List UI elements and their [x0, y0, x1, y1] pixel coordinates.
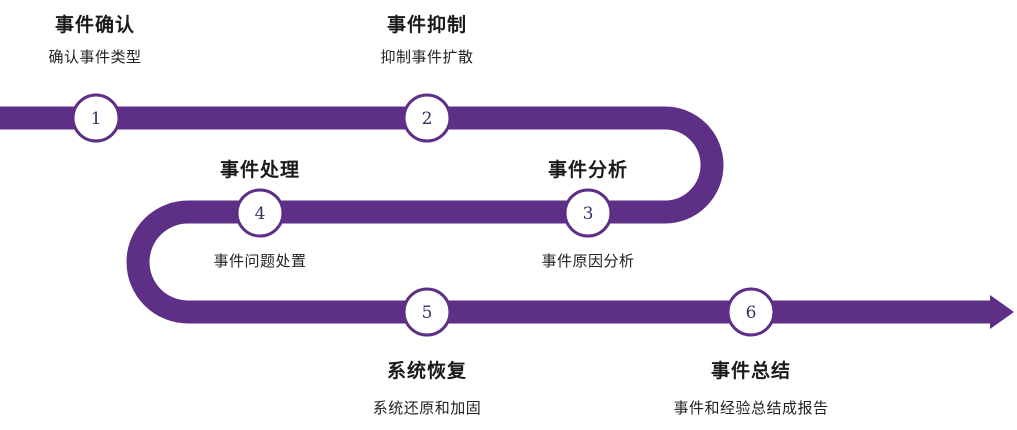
step-4-title: 事件处理	[219, 159, 300, 181]
step-node-3: 3	[563, 188, 613, 238]
step-5-subtitle: 系统还原和加固	[372, 399, 482, 417]
step-number: 3	[583, 204, 594, 224]
step-node-2: 2	[402, 93, 452, 143]
step-1-subtitle: 确认事件类型	[48, 48, 142, 66]
step-number: 6	[746, 303, 757, 323]
step-4-subtitle: 事件问题处置	[213, 252, 307, 270]
step-node-1: 1	[71, 93, 121, 143]
step-6-subtitle: 事件和经验总结成报告	[673, 399, 829, 417]
step-number: 5	[422, 303, 433, 323]
step-2-title: 事件抑制	[386, 14, 467, 36]
step-5-title: 系统恢复	[386, 360, 467, 382]
step-number: 2	[422, 109, 433, 129]
step-number: 1	[91, 109, 102, 129]
step-1-title: 事件确认	[54, 14, 135, 36]
flow-track	[0, 106, 990, 324]
step-6-title: 事件总结	[710, 360, 791, 382]
step-2-subtitle: 抑制事件扩散	[380, 48, 474, 66]
arrow-head-icon	[990, 295, 1014, 329]
step-node-4: 4	[235, 188, 285, 238]
step-node-5: 5	[402, 287, 452, 337]
step-3-title: 事件分析	[547, 159, 628, 181]
step-number: 4	[255, 204, 266, 224]
step-3-subtitle: 事件原因分析	[541, 252, 635, 270]
step-node-6: 6	[726, 287, 776, 337]
